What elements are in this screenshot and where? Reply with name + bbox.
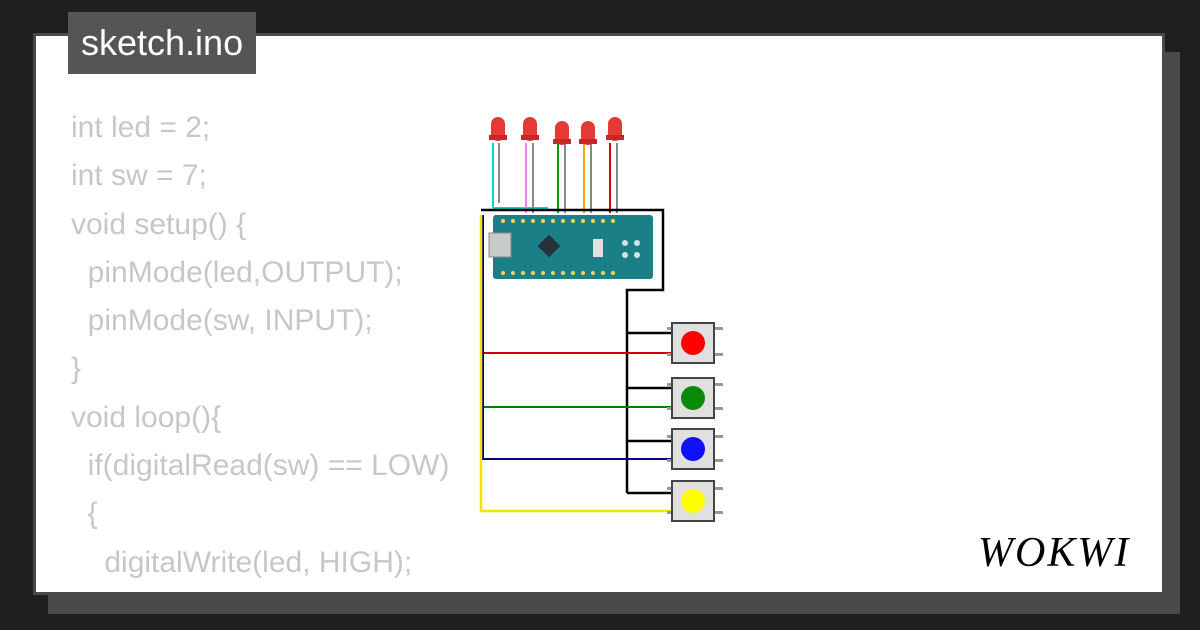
code-line: void setup() { — [71, 207, 247, 241]
code-line: pinMode(sw, INPUT); — [71, 304, 373, 338]
code-line: if(digitalRead(sw) == LOW) — [71, 449, 450, 483]
circuit-diagram — [479, 117, 723, 522]
logo-text: WOKWI — [978, 530, 1130, 574]
arduino-nano-board[interactable] — [488, 215, 653, 279]
button-blue[interactable] — [667, 428, 723, 470]
code-line: int led = 2; — [71, 111, 211, 144]
led-red-5[interactable] — [606, 117, 624, 141]
wire-yellow — [479, 215, 671, 513]
led-wires — [492, 143, 618, 213]
wire-blue — [482, 215, 671, 460]
usb-port — [488, 232, 512, 258]
code-line: { — [71, 497, 98, 531]
ground-wire — [481, 208, 665, 493]
file-name-tab: sketch.ino — [68, 12, 257, 74]
code-line: pinMode(led,OUTPUT); — [71, 255, 403, 289]
code-line: } — [71, 352, 82, 386]
button-yellow[interactable] — [667, 480, 723, 522]
code-line: digitalWrite(led, HIGH); — [71, 545, 413, 579]
code-preview: int led = 2; int sw = 7; void setup() { pi… — [71, 104, 450, 592]
button-red[interactable] — [667, 322, 723, 364]
led-red-1[interactable] — [489, 117, 507, 141]
button-green[interactable] — [667, 377, 723, 419]
led-red-2[interactable] — [521, 117, 539, 141]
led-red-4[interactable] — [579, 121, 597, 145]
code-line: void loop(){ — [71, 400, 222, 434]
led-red-3[interactable] — [553, 121, 571, 145]
code-line: int sw = 7; — [71, 159, 207, 193]
wokwi-logo: WOKWI — [978, 530, 1130, 574]
preview-card: int led = 2; int sw = 7; void setup() { pi… — [33, 33, 1165, 595]
